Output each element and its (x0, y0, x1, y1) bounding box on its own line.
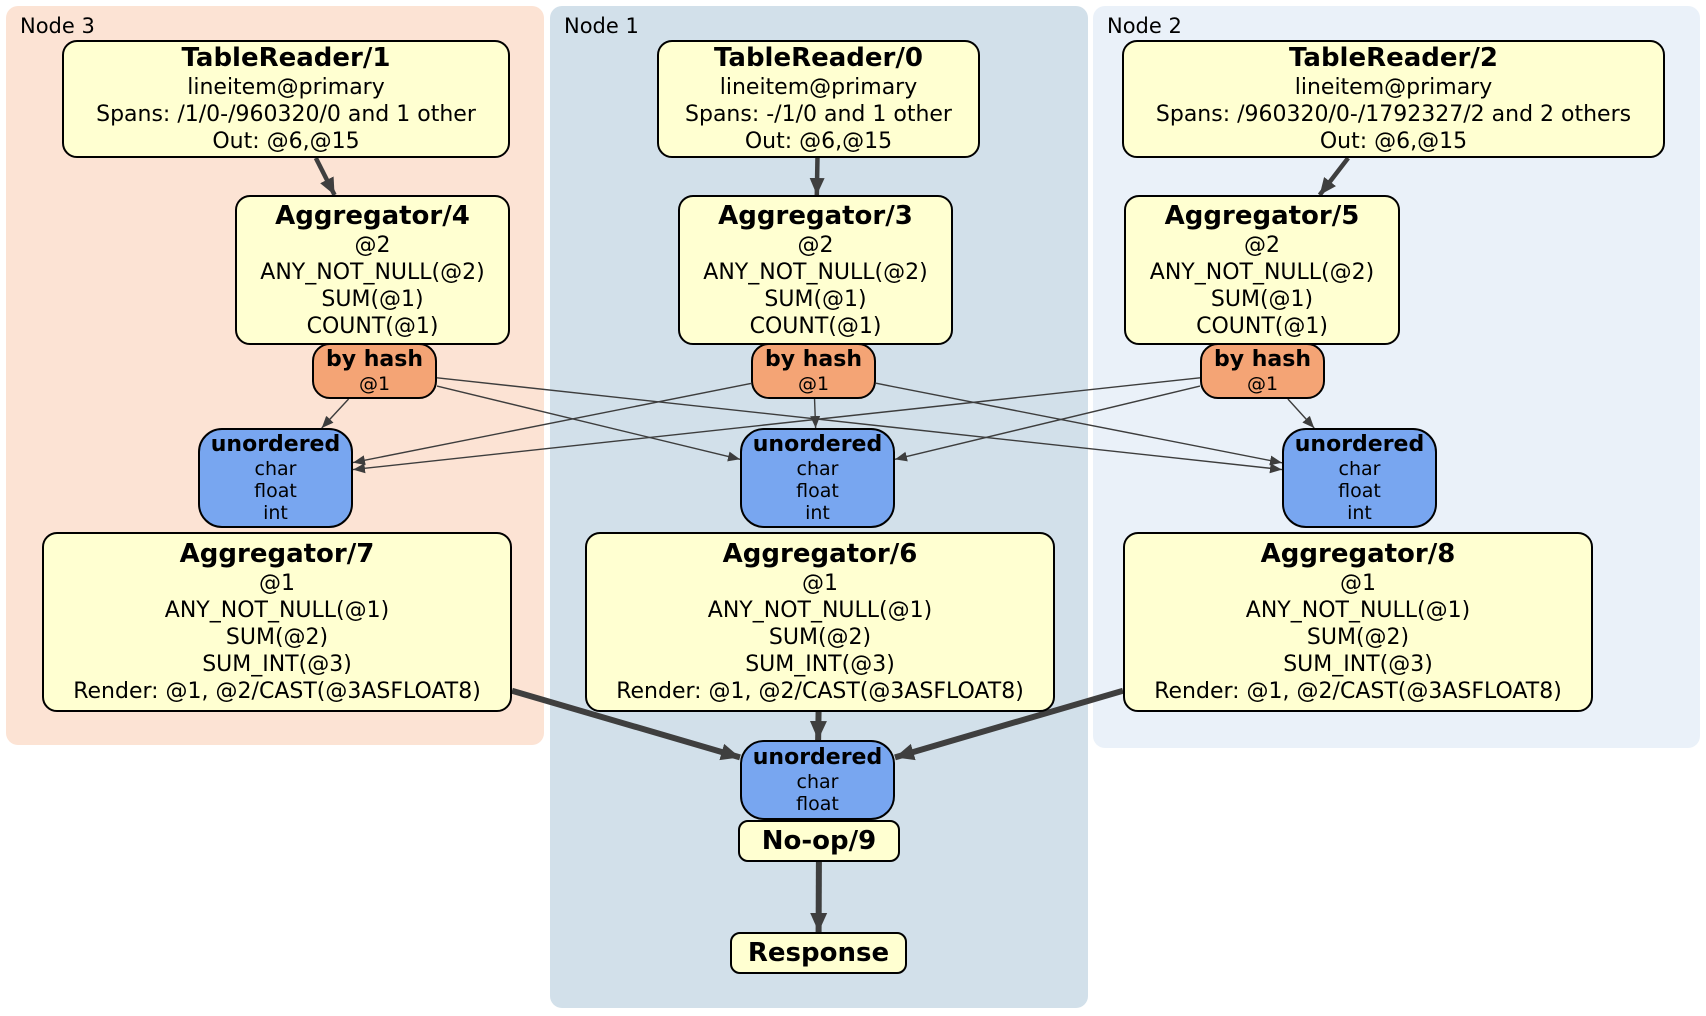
sync-unordered-7-type: float (254, 480, 297, 502)
tablereader-1-title: TableReader/1 (181, 43, 391, 73)
aggregator-7-group: @1 (259, 571, 295, 596)
aggregator-6-title: Aggregator/6 (722, 539, 918, 569)
tablereader-2-title: TableReader/2 (1289, 43, 1498, 73)
hash-router-4-title: by hash (325, 347, 423, 372)
sync-unordered-7-type: char (254, 458, 297, 480)
tablereader-0-title: TableReader/0 (714, 43, 923, 73)
sync-unordered-final-type: char (796, 771, 839, 793)
aggregator-8-fn: SUM_INT(@3) (1283, 652, 1433, 677)
tablereader-1-spans: Spans: /1/0-/960320/0 and 1 other (96, 102, 476, 127)
tablereader-0-box: TableReader/0 lineitem@primary Spans: -/… (657, 40, 980, 158)
aggregator-5-box: Aggregator/5 @2 ANY_NOT_NULL(@2) SUM(@1)… (1124, 195, 1400, 345)
sync-unordered-6: unordered char float int (740, 428, 895, 528)
sync-unordered-7: unordered char float int (198, 428, 353, 528)
aggregator-5-title: Aggregator/5 (1164, 200, 1360, 231)
aggregator-4-title: Aggregator/4 (275, 200, 470, 231)
aggregator-6-render: Render: @1, @2/CAST(@3ASFLOAT8) (616, 679, 1024, 704)
node-3-label: Node 3 (20, 14, 95, 38)
aggregator-3-fn: SUM(@1) (764, 286, 867, 312)
aggregator-5-fn: SUM(@1) (1210, 286, 1314, 312)
aggregator-5-fn: COUNT(@1) (1196, 313, 1328, 339)
hash-router-5-title: by hash (1213, 347, 1311, 372)
aggregator-8-box: Aggregator/8 @1 ANY_NOT_NULL(@1) SUM(@2)… (1123, 532, 1593, 712)
hash-router-3-key: @1 (797, 373, 830, 395)
aggregator-8-fn: ANY_NOT_NULL(@1) (1245, 598, 1471, 623)
sync-unordered-6-type: int (805, 502, 830, 524)
aggregator-4-fn: SUM(@1) (321, 286, 424, 312)
sync-unordered-6-type: float (796, 480, 839, 502)
sync-unordered-final-type: float (796, 793, 839, 815)
tablereader-2-index: lineitem@primary (1294, 75, 1493, 100)
aggregator-5-fn: ANY_NOT_NULL(@2) (1149, 259, 1375, 285)
aggregator-3-fn: COUNT(@1) (749, 313, 882, 339)
aggregator-3-box: Aggregator/3 @2 ANY_NOT_NULL(@2) SUM(@1)… (678, 195, 953, 345)
node-1-label: Node 1 (564, 14, 639, 38)
sync-unordered-7-type: int (263, 502, 288, 524)
tablereader-2-out: Out: @6,@15 (1319, 129, 1468, 154)
hash-router-3-title: by hash (764, 347, 862, 372)
aggregator-8-title: Aggregator/8 (1260, 539, 1456, 569)
tablereader-0-index: lineitem@primary (719, 75, 918, 100)
tablereader-1-out: Out: @6,@15 (212, 129, 360, 154)
sync-unordered-8-type: int (1347, 502, 1372, 524)
aggregator-3-fn: ANY_NOT_NULL(@2) (703, 259, 928, 285)
tablereader-2-spans: Spans: /960320/0-/1792327/2 and 2 others (1155, 102, 1632, 127)
tablereader-1-index: lineitem@primary (187, 75, 385, 100)
aggregator-7-fn: SUM_INT(@3) (202, 652, 352, 677)
sync-unordered-7-title: unordered (210, 432, 341, 457)
hash-router-4-key: @1 (358, 373, 391, 395)
aggregator-7-fn: ANY_NOT_NULL(@1) (164, 598, 390, 623)
hash-router-5-key: @1 (1246, 373, 1279, 395)
aggregator-6-fn: SUM(@2) (768, 625, 872, 650)
aggregator-6-fn: ANY_NOT_NULL(@1) (707, 598, 933, 623)
response-title: Response (747, 938, 890, 968)
hash-router-5: by hash @1 (1200, 343, 1325, 399)
aggregator-7-render: Render: @1, @2/CAST(@3ASFLOAT8) (73, 679, 481, 704)
aggregator-8-fn: SUM(@2) (1306, 625, 1410, 650)
tablereader-1-box: TableReader/1 lineitem@primary Spans: /1… (62, 40, 510, 158)
sync-unordered-8-type: float (1338, 480, 1381, 502)
aggregator-5-group: @2 (1244, 232, 1280, 258)
hash-router-4: by hash @1 (312, 343, 437, 399)
aggregator-8-render: Render: @1, @2/CAST(@3ASFLOAT8) (1154, 679, 1562, 704)
aggregator-8-group: @1 (1340, 571, 1376, 596)
sync-unordered-6-title: unordered (752, 432, 883, 457)
aggregator-4-fn: COUNT(@1) (306, 313, 439, 339)
noop-9-title: No-op/9 (761, 826, 877, 856)
aggregator-7-box: Aggregator/7 @1 ANY_NOT_NULL(@1) SUM(@2)… (42, 532, 512, 712)
aggregator-4-box: Aggregator/4 @2 ANY_NOT_NULL(@2) SUM(@1)… (235, 195, 510, 345)
tablereader-2-box: TableReader/2 lineitem@primary Spans: /9… (1122, 40, 1665, 158)
aggregator-6-fn: SUM_INT(@3) (745, 652, 895, 677)
aggregator-7-fn: SUM(@2) (225, 625, 329, 650)
aggregator-7-title: Aggregator/7 (179, 539, 375, 569)
tablereader-0-out: Out: @6,@15 (744, 129, 893, 154)
noop-9-box: No-op/9 (738, 820, 900, 862)
tablereader-0-spans: Spans: -/1/0 and 1 other (685, 102, 952, 127)
sync-unordered-final-title: unordered (752, 745, 883, 770)
sync-unordered-8-type: char (1338, 458, 1381, 480)
node-2-label: Node 2 (1107, 14, 1182, 38)
aggregator-6-group: @1 (802, 571, 838, 596)
sync-unordered-final: unordered char float (740, 740, 895, 820)
aggregator-6-box: Aggregator/6 @1 ANY_NOT_NULL(@1) SUM(@2)… (585, 532, 1055, 712)
hash-router-3: by hash @1 (751, 343, 876, 399)
sync-unordered-8-title: unordered (1294, 432, 1425, 457)
aggregator-3-title: Aggregator/3 (718, 200, 913, 231)
aggregator-4-fn: ANY_NOT_NULL(@2) (260, 259, 485, 285)
aggregator-3-group: @2 (797, 232, 834, 258)
sync-unordered-8: unordered char float int (1282, 428, 1437, 528)
response-box: Response (730, 932, 907, 974)
sync-unordered-6-type: char (796, 458, 839, 480)
aggregator-4-group: @2 (354, 232, 391, 258)
